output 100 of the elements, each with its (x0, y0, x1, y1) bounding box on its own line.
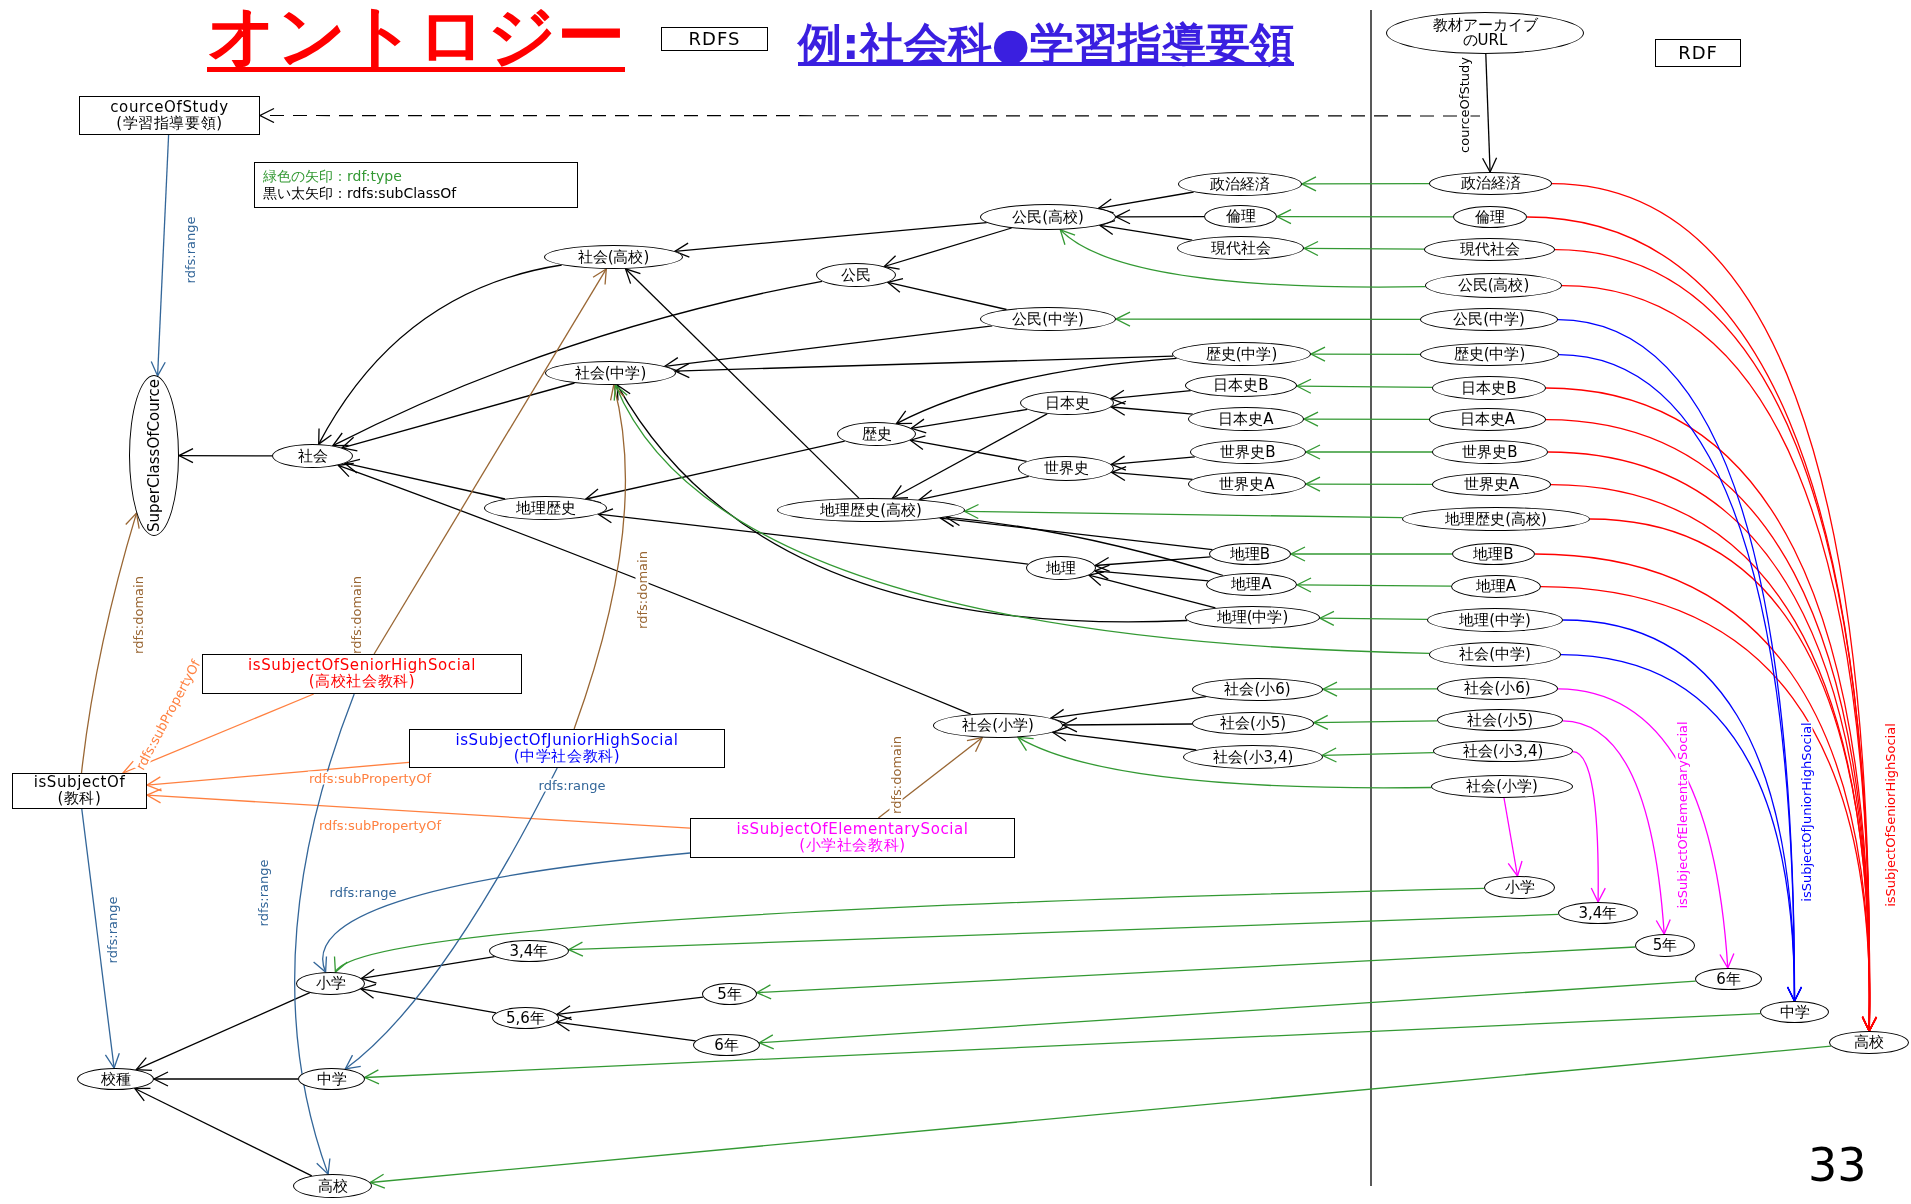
arrow (573, 384, 627, 730)
node-label: 3,4年 (1578, 905, 1618, 921)
node-label: 地理歴史(高校) (1445, 511, 1547, 527)
arrow (674, 221, 988, 258)
node-label: 日本史B (1461, 380, 1517, 396)
class-ellipse (816, 263, 896, 287)
arrow (80, 512, 140, 774)
class-ellipse (484, 496, 607, 520)
arrow (81, 808, 120, 1069)
node-label: (高校社会教科) (308, 674, 416, 690)
node-label: 地理 (1046, 560, 1076, 576)
class-ellipse (489, 940, 569, 962)
arrow (756, 946, 1636, 1000)
node-label: 倫理 (1475, 209, 1505, 225)
arrow (1110, 389, 1192, 405)
class-ellipse (272, 444, 353, 468)
node-label: 社会(小学) (1466, 779, 1538, 794)
class-ellipse (933, 713, 1063, 738)
node-label: 中学 (316, 1071, 347, 1087)
node-label: 世界史 (1043, 461, 1089, 476)
arrow (360, 955, 496, 984)
arrow (259, 107, 1481, 124)
node-label: 現代社会 (1459, 242, 1520, 257)
section-tag (1655, 39, 1741, 67)
arrow (568, 913, 1559, 957)
node-label: 地理歴史(高校) (820, 502, 922, 518)
arrow (1321, 747, 1435, 763)
arrow (1110, 455, 1196, 471)
arrow (369, 1045, 1832, 1189)
class-ellipse (1188, 407, 1304, 431)
arrow (556, 996, 704, 1021)
edge-label: rdfs:range (256, 858, 270, 928)
node-label: 歴史 (861, 426, 892, 442)
arrow (910, 408, 1029, 434)
arrow (122, 693, 315, 775)
node-label: 社会(小3,4) (1212, 749, 1294, 765)
property-box (690, 818, 1015, 858)
arrow (674, 355, 1174, 379)
node-label: 日本史 (1044, 395, 1090, 411)
arrow (1017, 736, 1432, 789)
class-ellipse (980, 204, 1116, 230)
node-label: 社会(中学) (574, 365, 647, 381)
arrow (1572, 751, 1606, 903)
class-ellipse (77, 1068, 154, 1090)
node-label: 6年 (1716, 971, 1741, 987)
node-label: 5年 (1652, 938, 1678, 953)
edge-label: isSubjectOfElementarySocial (1675, 720, 1689, 910)
edge-label: rdfs:range (183, 215, 197, 285)
legend-entry: 黒い太矢印：rdfs:subClassOf (263, 185, 458, 203)
node-label: RDFS (688, 29, 741, 49)
edge-label: courceOfStudy (1457, 56, 1471, 154)
edge-label: rdfs:subPropertyOf (307, 771, 433, 785)
class-ellipse (1209, 543, 1291, 565)
arrow (909, 435, 1028, 462)
node-label: 歴史(中学) (1205, 346, 1278, 362)
arrow (294, 693, 355, 1175)
arrow (1305, 476, 1433, 492)
arrow (1557, 688, 1735, 969)
class-ellipse (1185, 374, 1297, 397)
arrow (1305, 444, 1433, 460)
arrow (624, 268, 860, 499)
node-label: isSubjectOfElementarySocial (736, 822, 969, 838)
property-box (12, 773, 147, 809)
class-ellipse (296, 972, 365, 995)
node-label: 公民(中学) (1012, 311, 1084, 327)
arrow (1110, 400, 1194, 416)
node-label: 日本史B (1213, 378, 1269, 393)
node-label: 世界史B (1220, 444, 1276, 460)
node-label: isSubjectOf (33, 775, 126, 791)
node-label: 現代社会 (1210, 240, 1271, 256)
class-ellipse (702, 983, 757, 1005)
arrow (1099, 220, 1193, 241)
arrow (1276, 208, 1454, 225)
page-number: 33 (1808, 1142, 1867, 1188)
property-box (79, 96, 260, 135)
node-label: 小学 (315, 976, 346, 991)
node-label: 公民(高校) (1012, 209, 1084, 225)
arrow (146, 788, 691, 829)
arrow (1562, 720, 1671, 935)
property-box (202, 654, 522, 694)
subtitle: 例:社会科●学習指導要領 (798, 22, 1294, 66)
class-ellipse (777, 498, 965, 522)
class-ellipse (492, 1007, 559, 1029)
arrow (334, 887, 1485, 973)
edge-label: rdfs:range (328, 885, 398, 899)
arrow (877, 736, 983, 819)
arrow (1296, 378, 1433, 394)
arrow (178, 448, 273, 464)
arrow (373, 268, 607, 655)
node-label: RDF (1678, 43, 1718, 63)
property-box (409, 729, 725, 768)
node-label: 社会 (297, 448, 328, 464)
node-label: 高校 (317, 1178, 348, 1194)
arrow (1115, 209, 1205, 225)
edge-label: rdfs:domain (349, 575, 363, 655)
node-label: 社会(小6) (1464, 681, 1531, 696)
class-ellipse (1026, 556, 1096, 580)
arrow (616, 384, 1188, 623)
arrow (341, 382, 576, 452)
class-ellipse (1635, 934, 1695, 957)
